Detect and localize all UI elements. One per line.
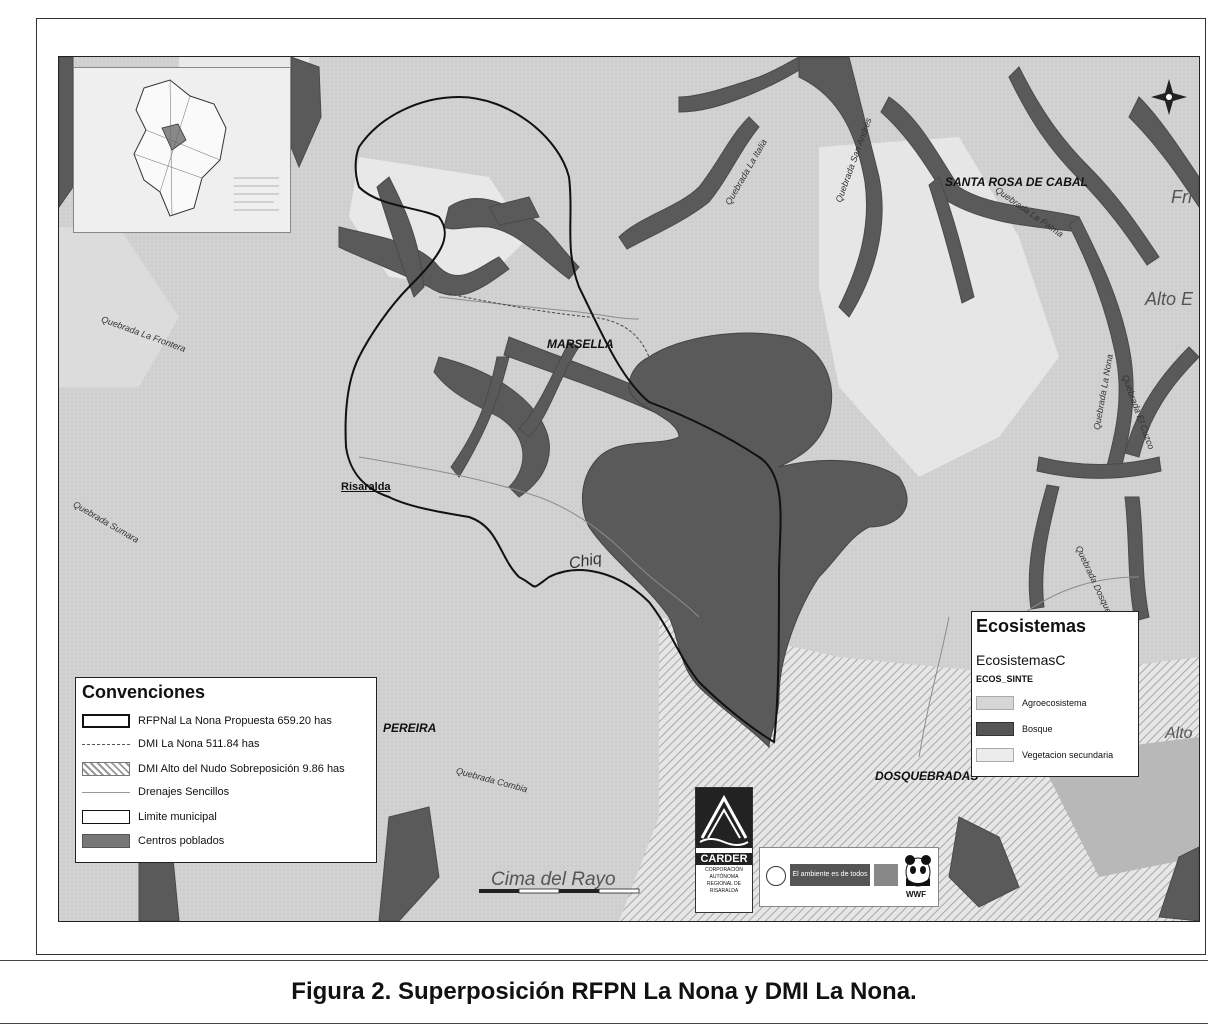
swatch-dmi xyxy=(82,743,130,745)
legend-ecosistemas: Ecosistemas EcosistemasC ECOS_SINTE Agro… xyxy=(971,611,1139,777)
legend-item-rfpn: RFPNal La Nona Propuesta 659.20 has xyxy=(82,714,332,728)
carder-logo-subtitle: CORPORACIÓN AUTÓNOMA REGIONAL DE RISARAL… xyxy=(705,867,743,894)
map-panel[interactable]: SANTA ROSA DE CABAL MARSELLA Risaralda P… xyxy=(58,56,1200,922)
label-santa-rosa: SANTA ROSA DE CABAL xyxy=(945,175,1088,189)
label-alto: Alto E xyxy=(1145,289,1194,309)
label-pereira: PEREIRA xyxy=(383,721,437,735)
scale-bar xyxy=(479,888,640,894)
central-forest-block xyxy=(581,332,908,749)
legend-item-drenajes: Drenajes Sencillos xyxy=(82,786,229,798)
ministry-logo: El ambiente es de todos xyxy=(790,864,870,886)
legend-item-dmi-alto: DMI Alto del Nudo Sobreposición 9.86 has xyxy=(82,762,345,776)
legend-eco-secundaria: Vegetacion secundaria xyxy=(976,748,1113,762)
swatch-bosque xyxy=(976,722,1014,736)
legend-convenciones: Convenciones RFPNal La Nona Propuesta 65… xyxy=(75,677,377,863)
carder-logo-mark-icon xyxy=(696,788,752,848)
swatch-limite xyxy=(82,810,130,824)
label-marsella: MARSELLA xyxy=(547,337,614,351)
carder-logo: CARDER CORPORACIÓN AUTÓNOMA REGIONAL DE … xyxy=(695,787,753,913)
swatch-centros xyxy=(82,834,130,848)
wwf-panda-icon xyxy=(905,855,931,887)
inset-locator-map xyxy=(73,67,291,233)
legend-eco-agro: Agroecosistema xyxy=(976,696,1087,710)
label-alto-right: Alto xyxy=(1165,725,1193,742)
legend-item-centros: Centros poblados xyxy=(82,834,224,848)
ministry-logo-band-icon xyxy=(874,864,898,886)
label-fri: Fri xyxy=(1171,187,1192,207)
legend-ecosistemas-field: ECOS_SINTE xyxy=(976,674,1034,684)
legend-ecosistemas-layer: EcosistemasC xyxy=(976,652,1066,668)
wwf-logo-text: WWF xyxy=(906,890,926,899)
label-cima: Cima del Rayo xyxy=(491,869,616,890)
swatch-drenajes xyxy=(82,791,130,793)
legend-convenciones-title: Convenciones xyxy=(82,682,206,702)
label-risaralda: Risaralda xyxy=(341,481,391,493)
figure-caption: Figura 2. Superposición RFPN La Nona y D… xyxy=(0,960,1208,1024)
carder-logo-name: CARDER xyxy=(696,853,752,865)
drainage-lines xyxy=(358,296,1140,758)
legend-eco-bosque: Bosque xyxy=(976,722,1053,736)
legend-item-dmi: DMI La Nona 511.84 has xyxy=(82,738,259,750)
figure-caption-text: Figura 2. Superposición RFPN La Nona y D… xyxy=(291,978,917,1005)
north-arrow-icon xyxy=(1151,79,1187,115)
swatch-secundaria xyxy=(976,748,1014,762)
swatch-rfpn xyxy=(82,714,130,728)
legend-item-limite: Limite municipal xyxy=(82,810,217,824)
partner-logos: El ambiente es de todos WWF xyxy=(759,847,939,907)
label-dosquebradas: DOSQUEBRADAS xyxy=(875,769,979,783)
colombia-seal-icon xyxy=(766,866,786,886)
swatch-agro xyxy=(976,696,1014,710)
rfpn-boundary xyxy=(344,95,782,744)
swatch-dmi-alto xyxy=(82,762,130,776)
legend-ecosistemas-title: Ecosistemas xyxy=(976,616,1087,636)
dmi-boundary xyxy=(438,291,650,358)
